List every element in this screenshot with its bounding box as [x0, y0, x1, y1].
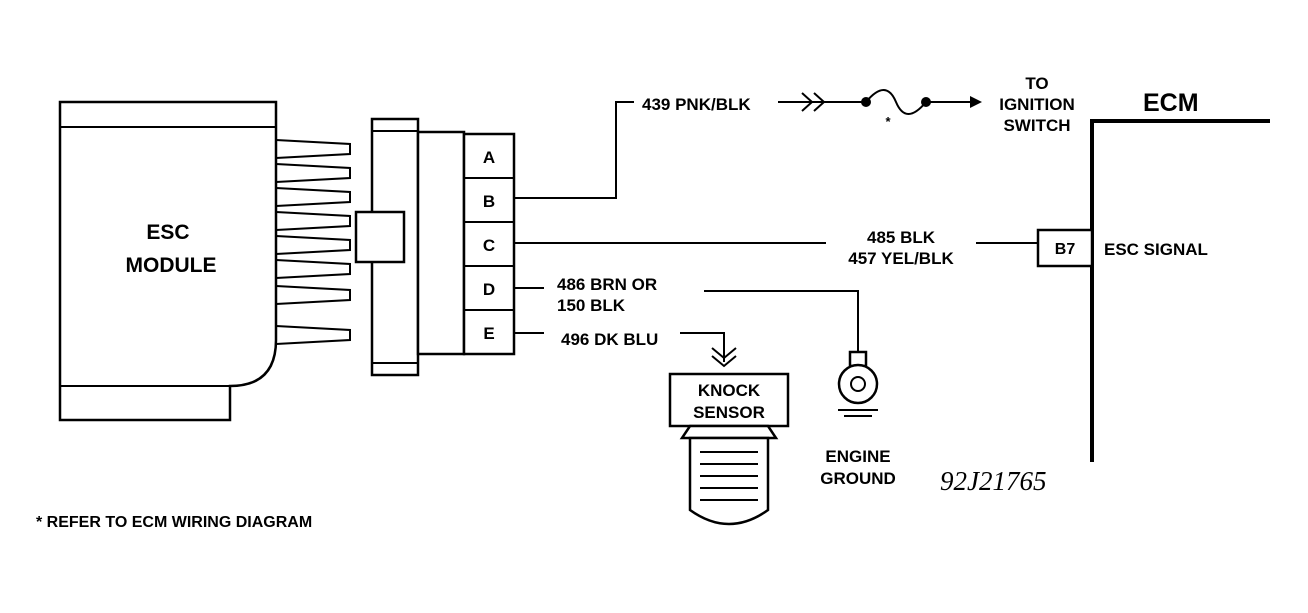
wire-d: 486 BRN OR 150 BLK ENGINE GROUND	[514, 275, 896, 488]
pin-a: A	[483, 148, 495, 167]
pin-e: E	[483, 324, 494, 343]
module-pins	[275, 139, 351, 345]
wire-d-label-2: 150 BLK	[557, 296, 626, 315]
engine-ground-line2: GROUND	[820, 469, 896, 488]
wire-e-label: 496 DK BLU	[561, 330, 658, 349]
ground-eyelet-icon	[837, 350, 879, 417]
arrow-icon	[970, 96, 982, 108]
ecm: ECM B7 ESC SIGNAL	[1036, 89, 1270, 462]
connector-arrow-icon	[711, 347, 737, 368]
knock-sensor: KNOCK SENSOR	[668, 372, 790, 526]
pin-c: C	[483, 236, 495, 255]
ignition-label-line3: SWITCH	[1003, 116, 1070, 135]
module-label-line2: MODULE	[126, 254, 217, 277]
wire-b: 439 PNK/BLK * TO IGNITION SWITCH	[514, 74, 1075, 199]
engine-ground-line1: ENGINE	[825, 447, 890, 466]
knock-sensor-line2: SENSOR	[693, 403, 765, 422]
wire-e: 496 DK BLU KNOCK SENSOR	[514, 330, 790, 526]
ignition-label-line2: IGNITION	[999, 95, 1075, 114]
fuse-note-mark: *	[885, 114, 891, 129]
knock-sensor-line1: KNOCK	[698, 381, 761, 400]
ecm-pin-label: B7	[1055, 241, 1076, 258]
pin-b: B	[483, 192, 495, 211]
figure-id: 92J21765	[940, 466, 1046, 496]
ecm-signal-label: ESC SIGNAL	[1104, 240, 1208, 259]
esc-module: ESC MODULE	[58, 100, 278, 422]
sensor-thread-icon	[688, 436, 770, 526]
wire-c-label-1: 485 BLK	[867, 228, 936, 247]
ignition-label-line1: TO	[1025, 74, 1048, 93]
fuse-icon	[865, 89, 927, 115]
wire-c-label-2: 457 YEL/BLK	[848, 249, 954, 268]
connector: A B C D E	[354, 117, 516, 377]
wire-d-label-1: 486 BRN OR	[557, 275, 657, 294]
module-label-line1: ESC	[146, 221, 189, 244]
ecm-title: ECM	[1143, 89, 1199, 117]
footnote: * REFER TO ECM WIRING DIAGRAM	[36, 514, 312, 531]
ecm-pin-box	[1036, 228, 1094, 268]
pin-d: D	[483, 280, 495, 299]
wire-c: 485 BLK 457 YEL/BLK	[514, 228, 1038, 268]
wire-b-label: 439 PNK/BLK	[642, 95, 751, 114]
